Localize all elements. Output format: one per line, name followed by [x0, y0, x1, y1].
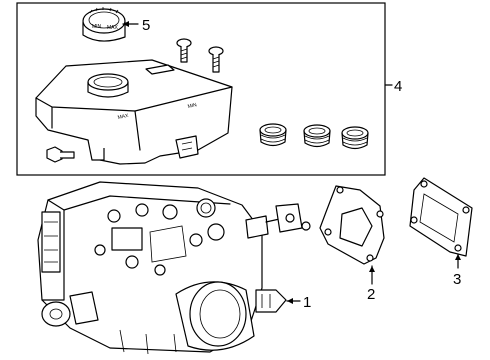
gasket-2 — [319, 185, 385, 265]
callout-4: 4 — [394, 78, 402, 95]
mounting-bolt-1 — [176, 38, 192, 63]
callout-2: 2 — [367, 286, 375, 303]
gasket-3 — [409, 177, 473, 257]
master-cylinder-assembly — [37, 181, 311, 355]
svg-text:MAX: MAX — [117, 113, 129, 121]
grommet-3 — [341, 126, 369, 150]
callout-3-arrowhead — [455, 254, 461, 260]
reservoir-group-box — [16, 2, 386, 176]
callout-3: 3 — [453, 271, 461, 288]
reservoir-cap: MIN MAX — [82, 7, 126, 42]
grommet-1 — [259, 123, 287, 147]
mounting-bolt-2 — [208, 46, 224, 73]
fluid-reservoir: MAX MIN — [35, 59, 233, 165]
mounting-bolt-3 — [46, 146, 75, 163]
callout-1-arrowhead — [287, 298, 293, 304]
callout-1: 1 — [303, 294, 311, 311]
svg-text:MAX: MAX — [107, 25, 119, 31]
svg-text:MIN: MIN — [92, 24, 102, 30]
callout-2-arrowhead — [369, 266, 375, 272]
svg-text:MIN: MIN — [187, 102, 198, 110]
grommet-2 — [303, 124, 331, 148]
callout-5-arrowhead — [123, 21, 129, 27]
callout-5: 5 — [142, 17, 150, 34]
